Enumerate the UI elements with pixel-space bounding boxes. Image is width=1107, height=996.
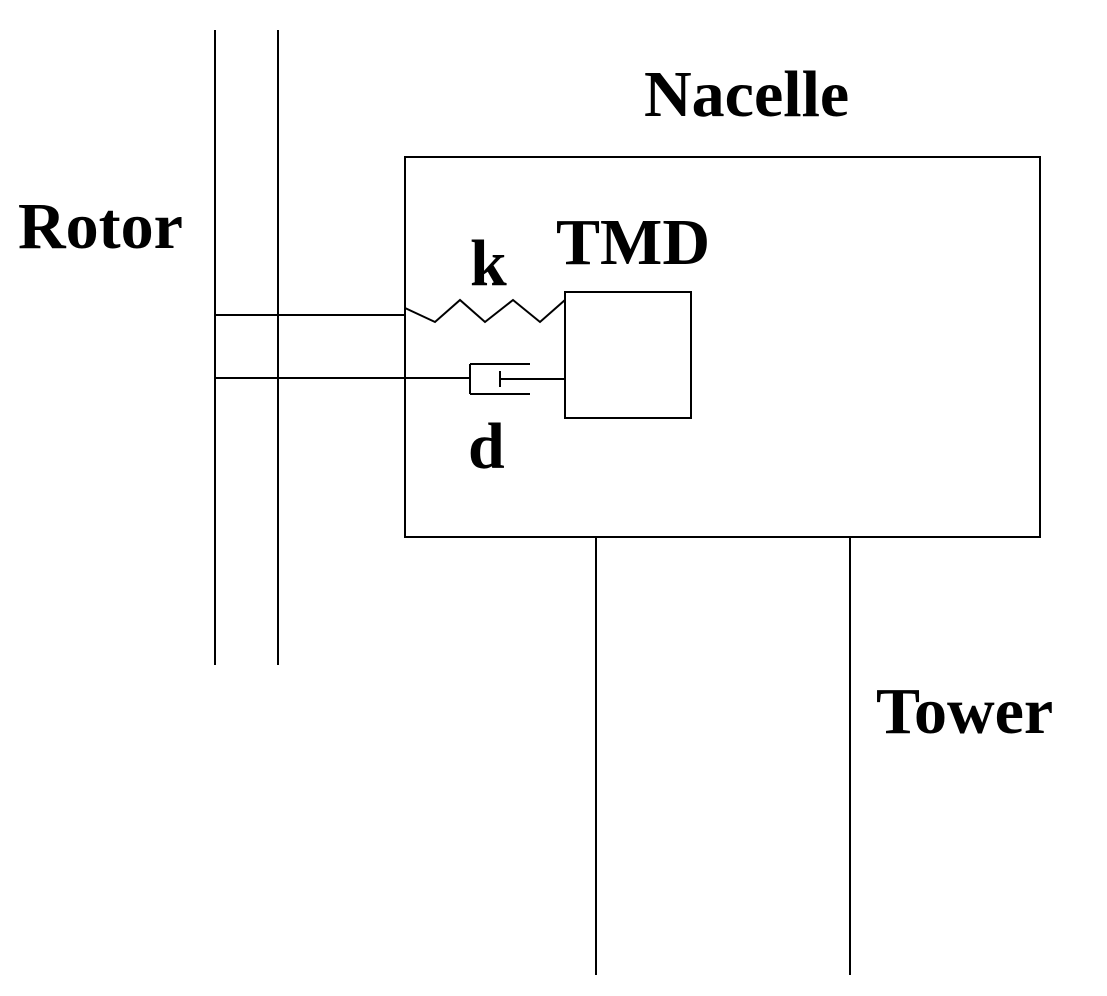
tower bbox=[595, 537, 851, 975]
spring bbox=[404, 297, 566, 324]
rotor-label: Rotor bbox=[18, 190, 183, 263]
rotor bbox=[214, 30, 279, 665]
tmd-mass-box bbox=[564, 291, 692, 419]
damper bbox=[405, 363, 565, 395]
tmd-label: TMD bbox=[556, 206, 710, 279]
spring-label: k bbox=[470, 227, 507, 300]
damper-label: d bbox=[468, 410, 505, 483]
nacelle-box bbox=[404, 156, 1041, 538]
shaft bbox=[215, 314, 405, 379]
nacelle-label: Nacelle bbox=[644, 58, 849, 131]
tower-label: Tower bbox=[876, 675, 1053, 748]
